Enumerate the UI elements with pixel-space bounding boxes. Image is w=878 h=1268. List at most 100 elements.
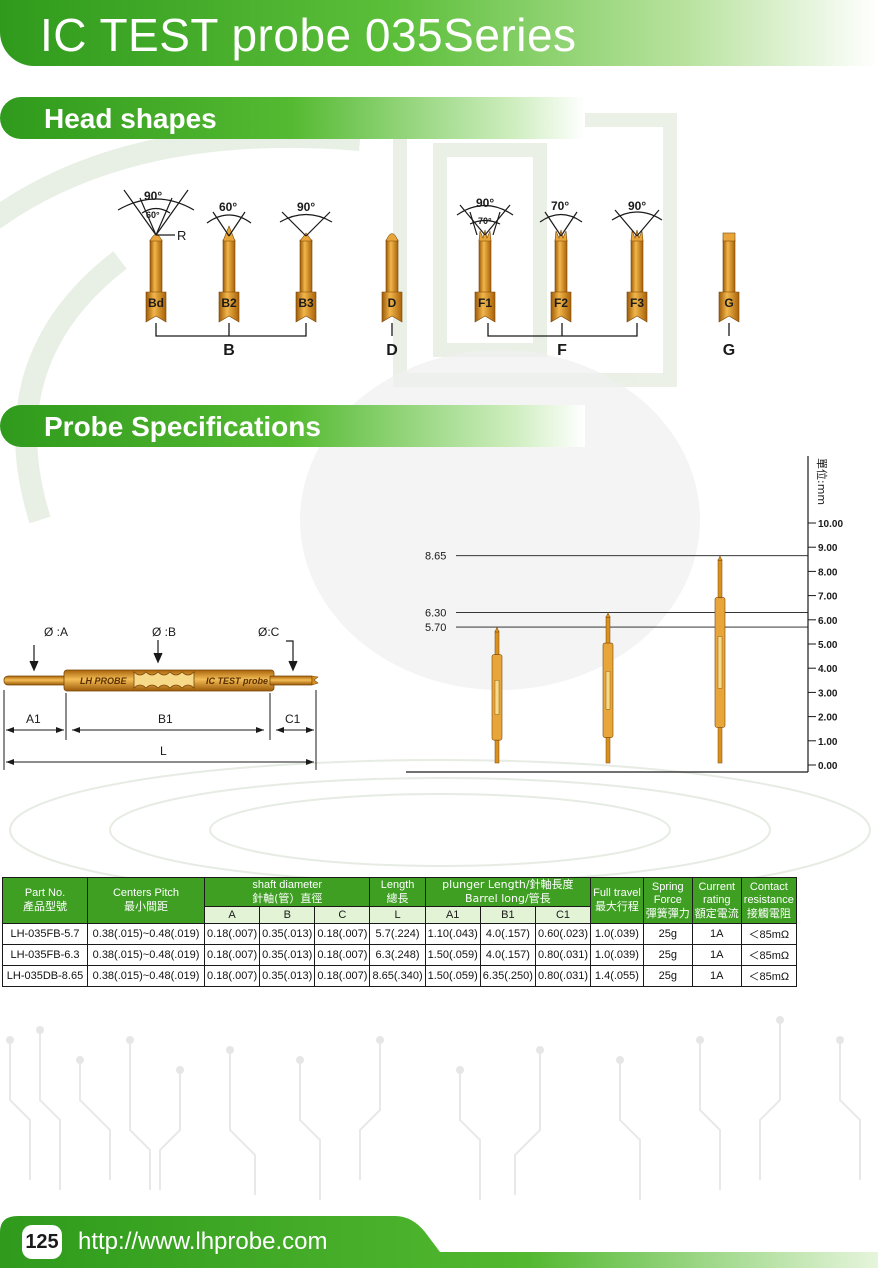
head-shapes-heading: Head shapes (44, 103, 217, 134)
group-label-b: B (223, 342, 235, 359)
probe-plunger-a (3, 675, 69, 686)
title-banner: IC TEST probe 035Series (0, 0, 878, 66)
f3-angle: 90° (628, 199, 646, 213)
cell-a: 0.18(.007) (203, 923, 261, 945)
cell-travel: 1.0(.039) (590, 923, 644, 945)
website-link[interactable]: http://www.lhprobe.com (78, 1228, 328, 1255)
f1-inner-angle: 70° (478, 216, 492, 226)
l-label: L (160, 744, 167, 758)
group-brackets (155, 323, 730, 337)
barrel-text-right: IC TEST probe (206, 676, 268, 686)
cell-resistance: ＜85mΩ (740, 965, 797, 987)
bd-outer-angle: 90° (144, 189, 162, 203)
cell-a: 0.18(.007) (203, 944, 261, 966)
group-label-g: G (723, 342, 735, 359)
scale-tick-label: 3.00 (818, 688, 838, 699)
table-row: LH-035DB-8.65 0.38(.015)~0.48(.019) 0.18… (2, 965, 797, 987)
cell-b: 0.35(.013) (259, 965, 316, 987)
scale-unit: 單位:mm (815, 458, 829, 505)
scale-probe (602, 611, 614, 764)
length-marker-label: 5.70 (425, 622, 446, 634)
tip-label-b2: B2 (221, 296, 237, 310)
probe-spring (133, 671, 195, 689)
tip-label-g: G (724, 296, 733, 310)
th-sub-a1: A1 (424, 906, 481, 924)
f1-outer-angle: 90° (476, 196, 494, 210)
probe-length-scale: 單位:mm 10.009.008.007.006.005.004.003.002… (406, 456, 843, 773)
cell-a1: 1.50(.059) (424, 944, 481, 966)
length-marker-label: 8.65 (425, 551, 446, 563)
cell-l: 8.65(.340) (369, 965, 426, 987)
b1-label: B1 (158, 712, 173, 726)
th-part-no: Part No.產品型號 (2, 877, 88, 924)
cell-l: 5.7(.224) (369, 923, 426, 945)
cell-a1: 1.50(.059) (424, 965, 481, 987)
th-sub-c1: C1 (534, 906, 592, 924)
probe-specs-heading: Probe Specifications (44, 411, 321, 442)
scale-tick-label: 5.00 (818, 640, 838, 651)
table-row: LH-035FB-5.7 0.38(.015)~0.48(.019) 0.18(… (2, 923, 797, 945)
cell-pitch: 0.38(.015)~0.48(.019) (87, 965, 205, 987)
bd-radius-label: R (177, 228, 186, 243)
cell-c: 0.18(.007) (314, 965, 371, 987)
probe-tip-d (381, 233, 403, 323)
tip-label-f3: F3 (630, 296, 644, 310)
b3-angle: 90° (297, 200, 315, 214)
scale-tick-label: 6.00 (818, 616, 838, 627)
scale-tick-label: 1.00 (818, 737, 838, 748)
scale-tick-label: 7.00 (818, 592, 838, 603)
c1-label: C1 (285, 712, 301, 726)
cell-resistance: ＜85mΩ (740, 944, 797, 966)
cell-part: LH-035FB-6.3 (2, 944, 88, 966)
cell-b1: 4.0(.157) (479, 923, 536, 945)
cell-pitch: 0.38(.015)~0.48(.019) (87, 923, 205, 945)
th-sub-a: A (203, 906, 261, 924)
f2-angle: 70° (551, 199, 569, 213)
cell-l: 6.3(.248) (369, 944, 426, 966)
probe-tip-f1 (474, 229, 496, 323)
dia-b-label: Ø :B (152, 625, 176, 639)
table-row: LH-035FB-6.3 0.38(.015)~0.48(.019) 0.18(… (2, 944, 797, 966)
cell-force: 25g (642, 923, 693, 945)
cell-force: 25g (642, 944, 693, 966)
scale-tick-label: 4.00 (818, 664, 838, 675)
head-shapes-diagram: 90° 60° R 60° 90° 90° 70° 70° 90° Bd B2 … (117, 189, 740, 359)
cell-current: 1A (691, 944, 742, 966)
cell-b1: 6.35(.250) (479, 965, 536, 987)
probe-tip-f3 (626, 229, 648, 323)
cell-b: 0.35(.013) (259, 944, 316, 966)
tip-label-f1: F1 (478, 296, 492, 310)
scale-tick-label: 8.00 (818, 567, 838, 578)
a1-label: A1 (26, 712, 41, 726)
head-shapes-banner: Head shapes (0, 97, 585, 139)
dia-a-label: Ø :A (44, 625, 68, 639)
cell-travel: 1.4(.055) (590, 965, 644, 987)
b2-angle: 60° (219, 200, 237, 214)
cell-b1: 4.0(.157) (479, 944, 536, 966)
angle-marks (117, 189, 663, 237)
tip-label-b3: B3 (298, 296, 314, 310)
page-number: 125 (22, 1225, 62, 1259)
th-sub-c: C (314, 906, 371, 924)
cell-c1: 0.60(.023) (534, 923, 592, 945)
th-sub-l: L (369, 906, 426, 924)
cell-c: 0.18(.007) (314, 944, 371, 966)
scale-probe (491, 626, 503, 764)
cell-current: 1A (691, 923, 742, 945)
cell-current: 1A (691, 965, 742, 987)
bd-inner-angle: 60° (146, 210, 160, 220)
cell-a1: 1.10(.043) (424, 923, 481, 945)
scale-tick-label: 9.00 (818, 543, 838, 554)
scale-tick-label: 0.00 (818, 761, 838, 772)
group-label-d: D (386, 342, 398, 359)
page-title: IC TEST probe 035Series (40, 9, 577, 61)
cell-b: 0.35(.013) (259, 923, 316, 945)
probe-dimension-drawing: LH PROBE IC TEST probe Ø :A Ø :B Ø:C A1 … (3, 625, 319, 770)
